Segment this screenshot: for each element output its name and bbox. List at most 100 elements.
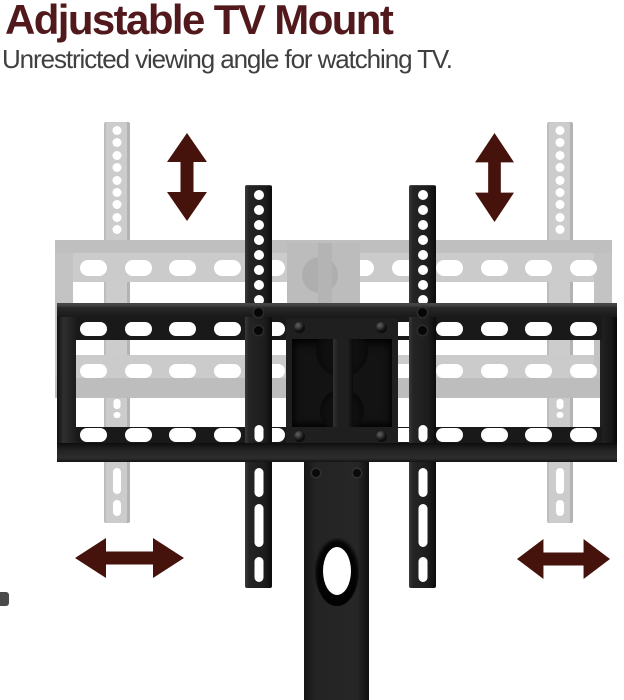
ghost-plate-slot xyxy=(569,260,597,276)
ghost-rail-hole xyxy=(555,200,565,210)
bracket-hole xyxy=(253,295,264,305)
ghost-rail-hole-row xyxy=(112,126,122,234)
ghost-rail-hole xyxy=(112,138,122,148)
wall-plate-endcap-left xyxy=(57,303,76,462)
ghost-rail-dash-slot xyxy=(113,412,121,418)
bracket-slot xyxy=(418,425,427,442)
ghost-rail-hole xyxy=(112,212,122,222)
bracket-slot xyxy=(418,504,427,547)
ghost-rail-hole xyxy=(112,187,122,197)
ghost-plate-slot xyxy=(213,364,241,378)
ghost-plate-slot xyxy=(80,364,107,378)
plate-slot xyxy=(436,428,464,442)
tv-bracket-right xyxy=(409,185,436,588)
plate-slot xyxy=(213,428,241,442)
ghost-plate-slot xyxy=(569,364,597,378)
bracket-slot xyxy=(418,557,427,582)
bracket-hole xyxy=(253,265,264,275)
screw-icon xyxy=(294,322,305,333)
screw-icon xyxy=(353,469,361,477)
bracket-hole xyxy=(417,205,428,215)
ghost-rail-hole xyxy=(112,200,122,210)
ghost-rail-hole xyxy=(555,225,565,234)
screw-hole-icon xyxy=(418,326,427,335)
ghost-plate-slot xyxy=(480,364,508,378)
ghost-swivel-box xyxy=(287,243,360,303)
ghost-plate-slot xyxy=(436,260,464,276)
ghost-rail-hole xyxy=(112,175,122,185)
ghost-rail-hole-row xyxy=(555,126,565,234)
plate-slot xyxy=(436,322,464,336)
plate-slot xyxy=(569,322,597,336)
bracket-slot xyxy=(418,468,427,497)
ghost-rail-hole xyxy=(555,126,565,135)
ghost-rail-hole xyxy=(112,126,122,135)
ghost-plate-slot xyxy=(213,260,241,276)
bracket-hole-row xyxy=(417,190,428,305)
screw-icon xyxy=(376,431,387,442)
screw-hole-icon xyxy=(254,308,263,317)
ghost-rail-slot xyxy=(556,500,564,516)
ghost-plate-slot xyxy=(124,260,152,276)
bracket-hole xyxy=(253,280,264,290)
ghost-rail-hole xyxy=(555,138,565,148)
bracket-slot xyxy=(254,504,263,547)
ghost-plate-slot-row xyxy=(80,364,597,378)
ghost-rail-hole xyxy=(112,163,122,173)
bracket-hole xyxy=(253,190,264,200)
ghost-rail-hole xyxy=(555,150,565,160)
plate-slot xyxy=(480,322,508,336)
ghost-rail-hole xyxy=(555,175,565,185)
swivel-strap xyxy=(333,339,353,427)
ghost-rail-slot xyxy=(113,468,121,494)
screw-icon xyxy=(312,469,320,477)
ghost-plate-slot xyxy=(525,260,553,276)
ghost-rail-dash-slot xyxy=(556,399,564,409)
page-subtitle: Unrestricted viewing angle for watching … xyxy=(2,44,453,74)
ghost-plate-slot xyxy=(480,260,508,276)
ghost-rail-hole xyxy=(555,163,565,173)
ghost-rail-dash-slot xyxy=(556,412,564,418)
bracket-hole xyxy=(417,295,428,305)
screw-hole-icon xyxy=(254,326,263,335)
ghost-rail-slot xyxy=(556,468,564,494)
swivel-recess xyxy=(292,339,392,427)
wall-plate-top-lip xyxy=(57,303,617,317)
ghost-plate-slot xyxy=(169,260,197,276)
ghost-rail-hole xyxy=(555,212,565,222)
ghost-rail-slot xyxy=(113,500,121,516)
up-down-arrow-icon xyxy=(167,133,207,221)
ghost-rail-dash-slot xyxy=(113,399,121,409)
page-title: Adjustable TV Mount xyxy=(5,0,394,43)
bracket-hole xyxy=(253,220,264,230)
bracket-slot xyxy=(254,468,263,497)
left-right-arrow-icon xyxy=(517,539,610,579)
wall-plate-endcap-right xyxy=(600,303,617,462)
swivel-mechanism xyxy=(286,318,398,449)
ghost-swivel-strap xyxy=(318,243,332,303)
bracket-slot xyxy=(254,425,263,442)
bracket-hole xyxy=(253,205,264,215)
plate-slot xyxy=(124,428,152,442)
wall-plate-bottom-lip xyxy=(57,443,617,462)
ghost-plate-slot xyxy=(525,364,553,378)
screw-hole-icon xyxy=(418,308,427,317)
bracket-hole xyxy=(253,250,264,260)
bracket-hole xyxy=(253,235,264,245)
bracket-hole xyxy=(417,190,428,200)
ghost-plate-slot xyxy=(80,260,107,276)
cable-management-hole xyxy=(315,536,359,606)
ghost-rail-hole xyxy=(555,187,565,197)
plate-slot xyxy=(169,428,197,442)
up-down-arrow-icon xyxy=(475,133,514,222)
plate-slot xyxy=(569,428,597,442)
ghost-rail-hole xyxy=(112,150,122,160)
screw-icon xyxy=(376,322,387,333)
plate-slot xyxy=(213,322,241,336)
tv-bracket-left xyxy=(245,185,272,588)
bracket-hole xyxy=(417,280,428,290)
ghost-rail-hole xyxy=(112,225,122,234)
bracket-slot xyxy=(254,557,263,582)
plate-slot xyxy=(525,322,553,336)
